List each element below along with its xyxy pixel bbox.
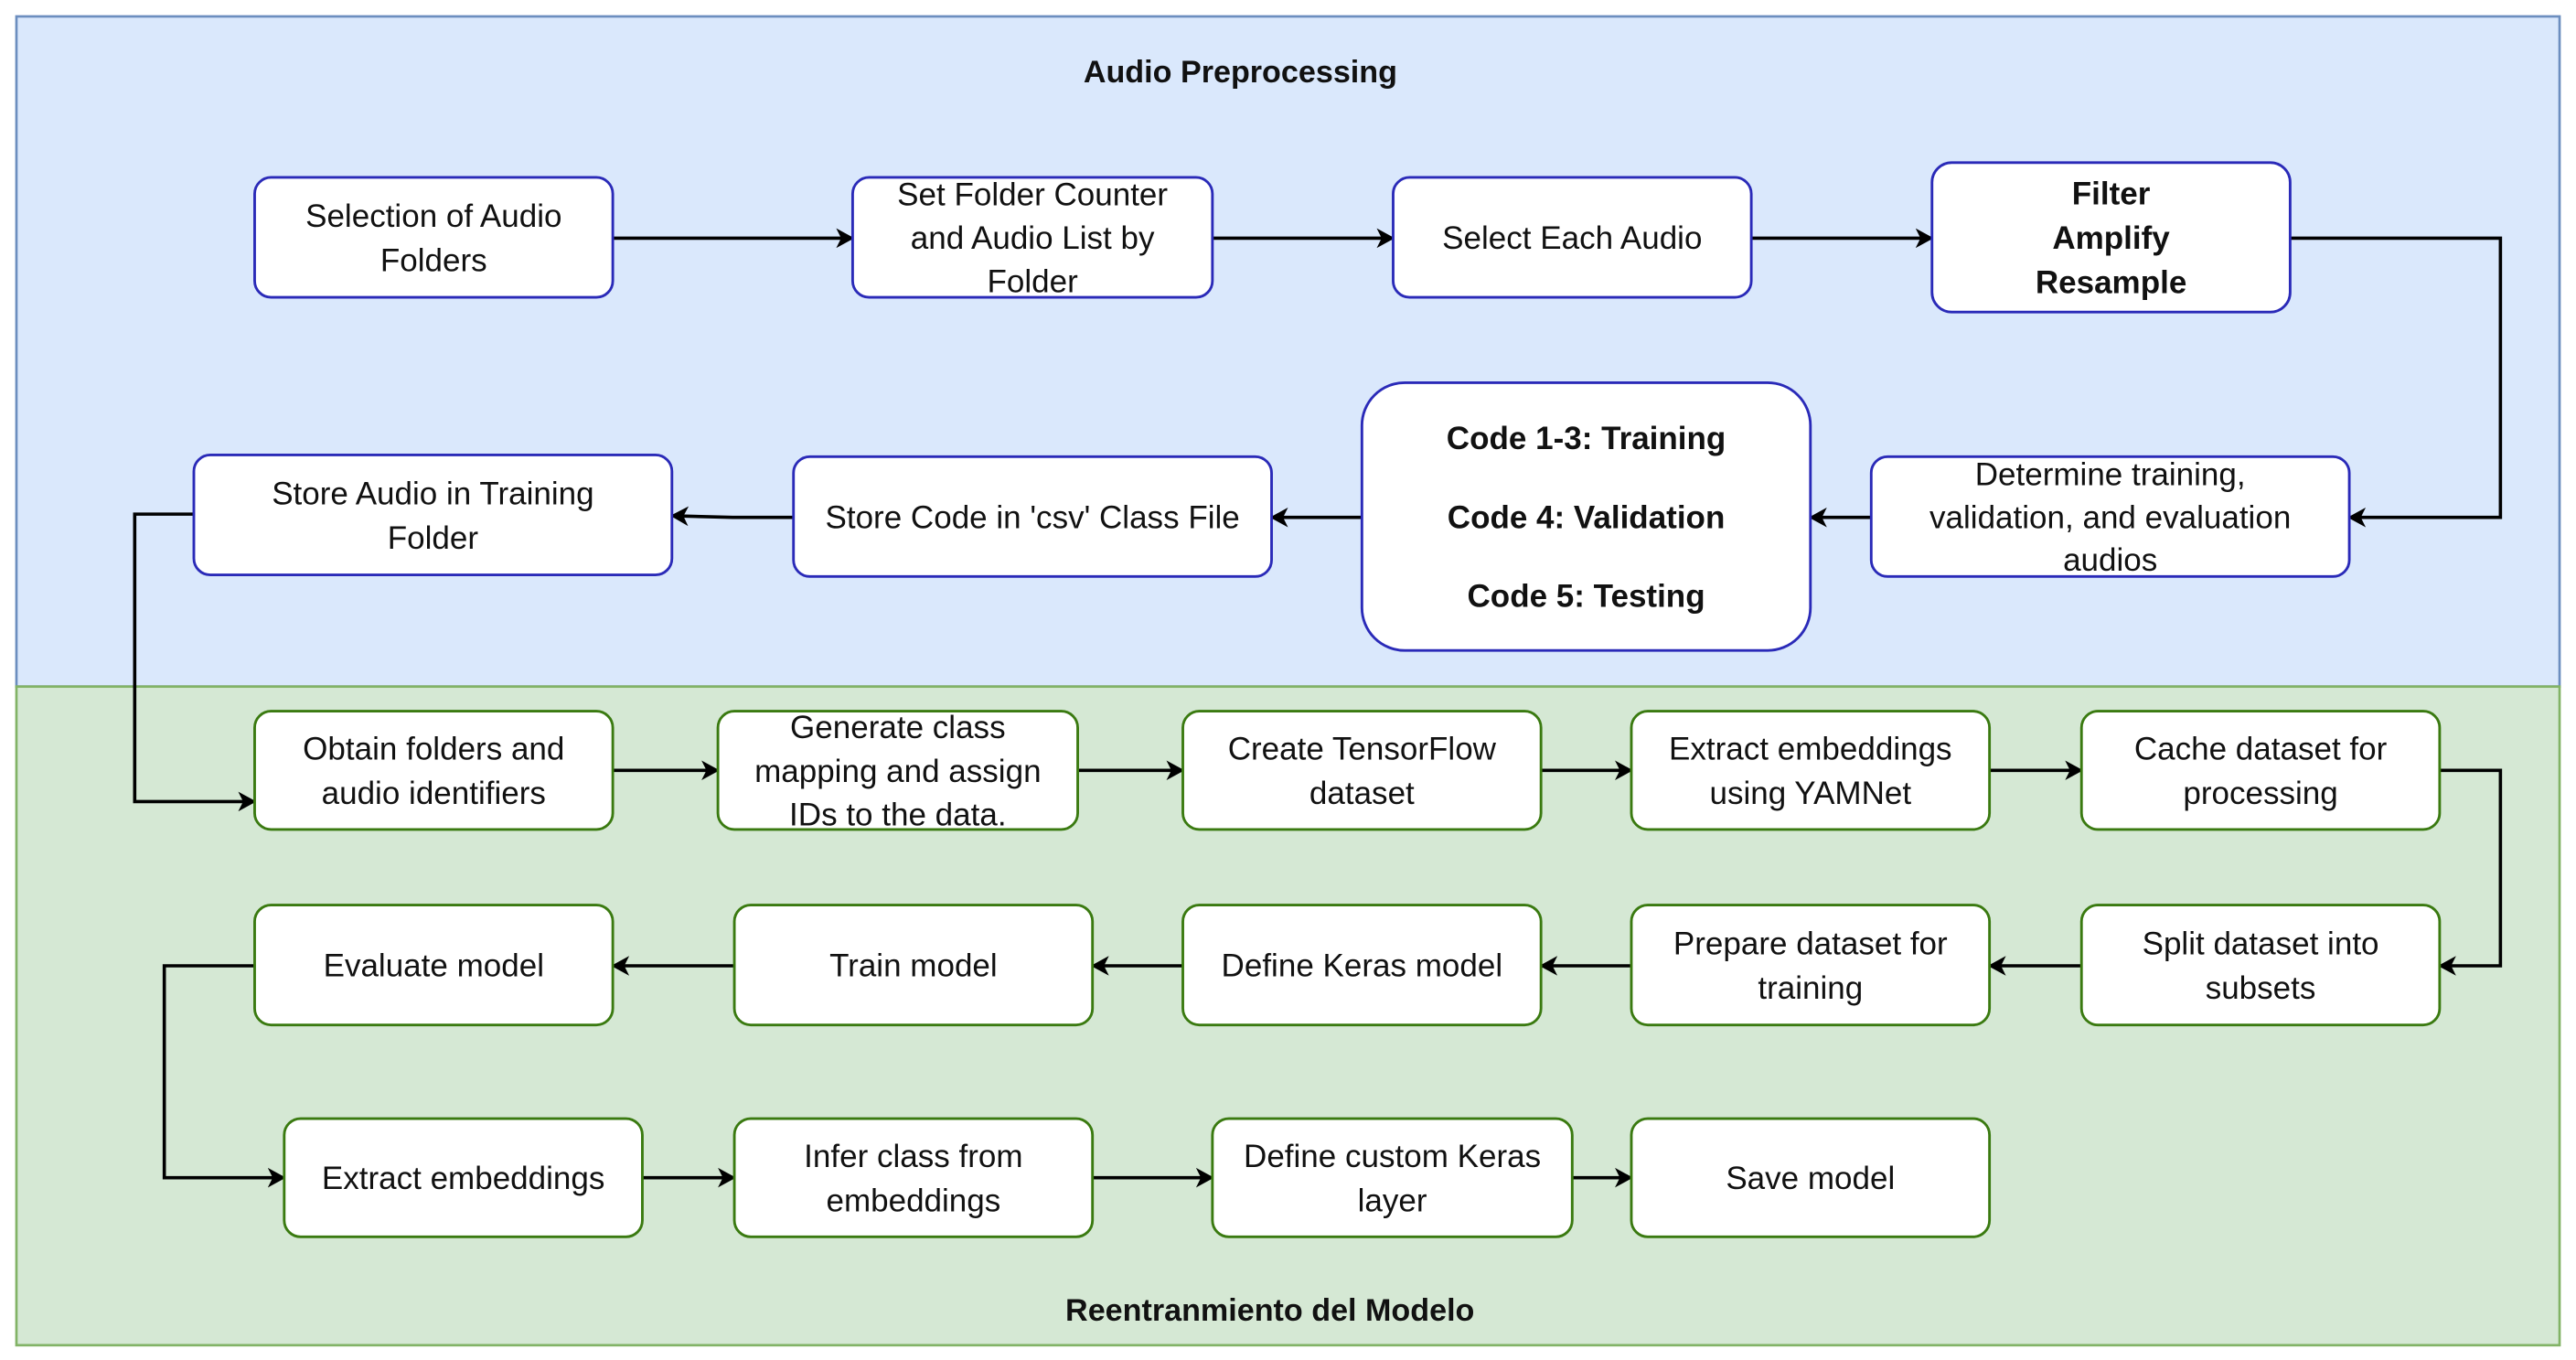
node-define-keras-model: Define Keras model [1181, 904, 1543, 1027]
node-label-line: Prepare dataset for [1673, 926, 1948, 961]
node-determine-subsets: Determine training, validation, and evalu… [1869, 455, 2351, 578]
node-label-line: audio identifiers [322, 776, 546, 811]
node-box [1869, 455, 2351, 578]
arrow-store-code-csv-to-store-audio-training [669, 506, 794, 527]
node-infer-class: Infer class from embeddings [732, 1117, 1095, 1238]
node-select-each-audio: Select Each Audio [1392, 176, 1753, 299]
node-box [253, 710, 615, 831]
node-prepare-dataset: Prepare dataset for training [1630, 904, 1992, 1027]
node-label-line: audios [2063, 542, 2157, 578]
node-label-line: layer [1358, 1183, 1427, 1218]
audio-preprocessing-title: Audio Preprocessing [1084, 55, 1397, 90]
node-label-line: Extract embeddings [322, 1161, 605, 1196]
node-define-custom-layer: Define custom Keras layer [1211, 1117, 1574, 1238]
audio-preprocessing-region [15, 15, 2561, 689]
node-label-line: Determine training, [1975, 457, 2246, 493]
arrow-store-audio-training-to-obtain-folders [133, 512, 257, 812]
node-box [253, 904, 615, 1027]
node-box [1181, 710, 1543, 831]
node-label-line: Save model [1726, 1161, 1895, 1196]
node-label-line: Store Code in 'csv' Class File [826, 499, 1240, 535]
node-label-line: and Audio List by [911, 220, 1155, 256]
node-extract-embeddings-yamnet: Extract embeddings using YAMNet [1630, 710, 1992, 831]
node-label-line: training [1758, 970, 1863, 1006]
arrow-filter-amplify-resample-to-determine-subsets [2290, 236, 2503, 528]
node-box [2079, 904, 2442, 1027]
node-train-model: Train model [732, 904, 1095, 1027]
node-label-line: Extract embeddings [1669, 732, 1952, 767]
node-label-line: Evaluate model [324, 948, 544, 984]
node-box [1360, 381, 1812, 652]
node-obtain-folders: Obtain folders and audio identifiers [253, 710, 615, 831]
node-label-line: using YAMNet [1709, 776, 1911, 811]
node-label-line: Select Each Audio [1442, 220, 1702, 256]
node-box [253, 176, 615, 299]
node-box [1181, 904, 1543, 1027]
node-label-line: Selection of Audio [305, 198, 561, 234]
node-create-tf-dataset: Create TensorFlow dataset [1181, 710, 1543, 831]
model-retraining-title: Reentranmiento del Modelo [1065, 1293, 1474, 1328]
node-box [850, 176, 1214, 299]
node-label-line: Folder [987, 264, 1078, 300]
node-label-line: Code 1-3: Training [1447, 421, 1726, 456]
node-box [732, 1117, 1095, 1238]
node-box [2079, 710, 2442, 831]
node-label-line: embeddings [826, 1183, 1000, 1218]
node-label-line: Folder [388, 520, 479, 556]
node-label-line: Define Keras model [1222, 948, 1503, 984]
node-box [732, 904, 1095, 1027]
node-label-line: mapping and assign [754, 754, 1041, 789]
arrow-evaluate-model-to-extract-embeddings [162, 964, 286, 1188]
node-box [1630, 904, 1992, 1027]
node-save-model: Save model [1630, 1117, 1992, 1238]
node-label-line: validation, and evaluation [1929, 499, 2291, 535]
node-set-folder-counter: Set Folder Counter and Audio List by Folde… [850, 176, 1214, 300]
node-label-line: subsets [2206, 970, 2316, 1006]
arrow-cache-dataset-to-split-dataset [2438, 768, 2503, 976]
node-box [1630, 710, 1992, 831]
node-split-dataset: Split dataset into subsets [2079, 904, 2442, 1027]
node-label-line: Folders [380, 242, 487, 278]
node-box [1211, 1117, 1574, 1238]
node-box [792, 455, 1273, 578]
node-label-line: Code 4: Validation [1448, 499, 1726, 535]
node-label-line: IDs to the data. [789, 797, 1007, 832]
node-box [716, 710, 1079, 831]
node-label-line: Obtain folders and [303, 732, 564, 767]
node-label-line: Split dataset into [2143, 926, 2379, 961]
node-label-line: Define custom Keras [1244, 1139, 1541, 1174]
node-label-line: Amplify [2052, 220, 2170, 256]
node-label-line: Set Folder Counter [897, 177, 1168, 212]
node-label-line: Store Audio in Training [272, 476, 593, 511]
node-label-line: Train model [829, 948, 998, 984]
node-label-line: Generate class [790, 710, 1006, 745]
node-label-line: Code 5: Testing [1468, 579, 1705, 615]
node-box [1630, 1117, 1992, 1238]
node-label-line: Infer class from [804, 1139, 1022, 1174]
node-label-line: processing [2183, 776, 2337, 811]
connectors [133, 228, 2503, 1188]
node-label-line: Cache dataset for [2134, 732, 2388, 767]
node-box [283, 1117, 644, 1238]
node-label-line: Filter [2072, 177, 2151, 212]
node-box [192, 454, 674, 576]
node-label-line: dataset [1309, 776, 1415, 811]
node-label-line: Create TensorFlow [1228, 732, 1497, 767]
node-extract-embeddings: Extract embeddings [283, 1117, 644, 1238]
node-evaluate-model: Evaluate model [253, 904, 615, 1027]
node-store-code-csv: Store Code in 'csv' Class File [792, 455, 1273, 578]
node-label-line: Resample [2036, 265, 2186, 301]
node-cache-dataset: Cache dataset for processing [2079, 710, 2442, 831]
node-box [1930, 161, 2292, 314]
node-box [1392, 176, 1753, 299]
